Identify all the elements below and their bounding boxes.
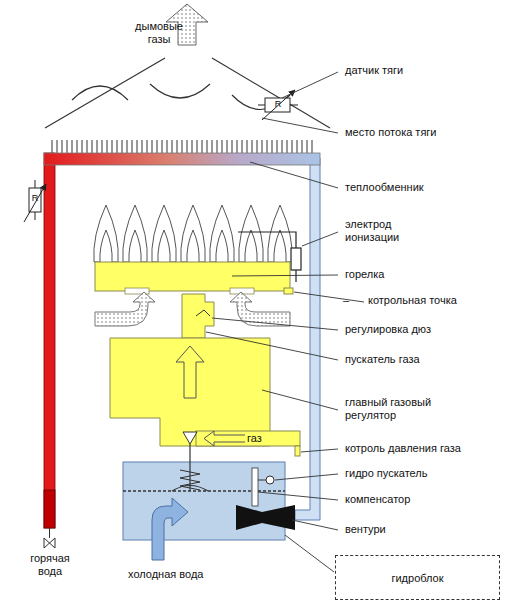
flames bbox=[94, 205, 293, 262]
air-arrow bbox=[95, 292, 155, 326]
leader-lines bbox=[206, 72, 364, 572]
cold-pipe bbox=[295, 158, 320, 520]
part-label: котрольная точка bbox=[368, 294, 457, 307]
flow-label: холодная вода bbox=[128, 568, 203, 581]
part-label: гидро пускатель bbox=[345, 467, 427, 480]
gas-starter bbox=[182, 294, 214, 338]
hot-pipe bbox=[44, 153, 55, 528]
part-label: теплообменник bbox=[345, 181, 424, 194]
resistor-letter: R bbox=[272, 99, 284, 110]
part-label: котроль давления газа bbox=[345, 442, 461, 455]
hood bbox=[45, 58, 330, 128]
burner bbox=[95, 262, 290, 291]
part-label: электрод ионизации bbox=[345, 218, 440, 244]
resistor-letter: R bbox=[29, 193, 41, 204]
test-point bbox=[284, 288, 293, 294]
flow-label: горячая вода bbox=[18, 552, 82, 578]
part-label: вентури bbox=[345, 523, 386, 536]
part-label: главный газовый регулятор bbox=[345, 396, 455, 422]
main-gas-regulator bbox=[110, 338, 270, 446]
part-label: датчик тяги bbox=[345, 64, 403, 77]
part-label: регулировка дюз bbox=[345, 323, 431, 336]
box-label: гидроблок bbox=[391, 572, 443, 584]
temp-sensor bbox=[24, 180, 46, 222]
exchanger-fins bbox=[52, 140, 312, 153]
gas-valve bbox=[183, 432, 197, 444]
cold-water-arrow bbox=[152, 498, 188, 560]
hydro-block bbox=[123, 462, 285, 540]
part-label: компенсатор bbox=[345, 493, 410, 506]
hot-pipe-end bbox=[44, 490, 55, 528]
heat-exchanger bbox=[44, 153, 320, 165]
venturi bbox=[236, 505, 295, 530]
part-label: горелка bbox=[345, 268, 384, 281]
flue-label: дымовые газы bbox=[128, 20, 190, 46]
compensator bbox=[266, 476, 274, 484]
mark: – bbox=[343, 294, 349, 307]
gas-inlet bbox=[196, 431, 300, 446]
part-label: пускатель газа bbox=[345, 353, 420, 366]
hot-valve bbox=[44, 538, 55, 548]
draft-sensor bbox=[258, 90, 298, 120]
part-label: место потока тяги bbox=[345, 126, 437, 139]
dashed-box: гидроблок bbox=[335, 555, 500, 600]
flow-label: газ bbox=[247, 432, 262, 445]
